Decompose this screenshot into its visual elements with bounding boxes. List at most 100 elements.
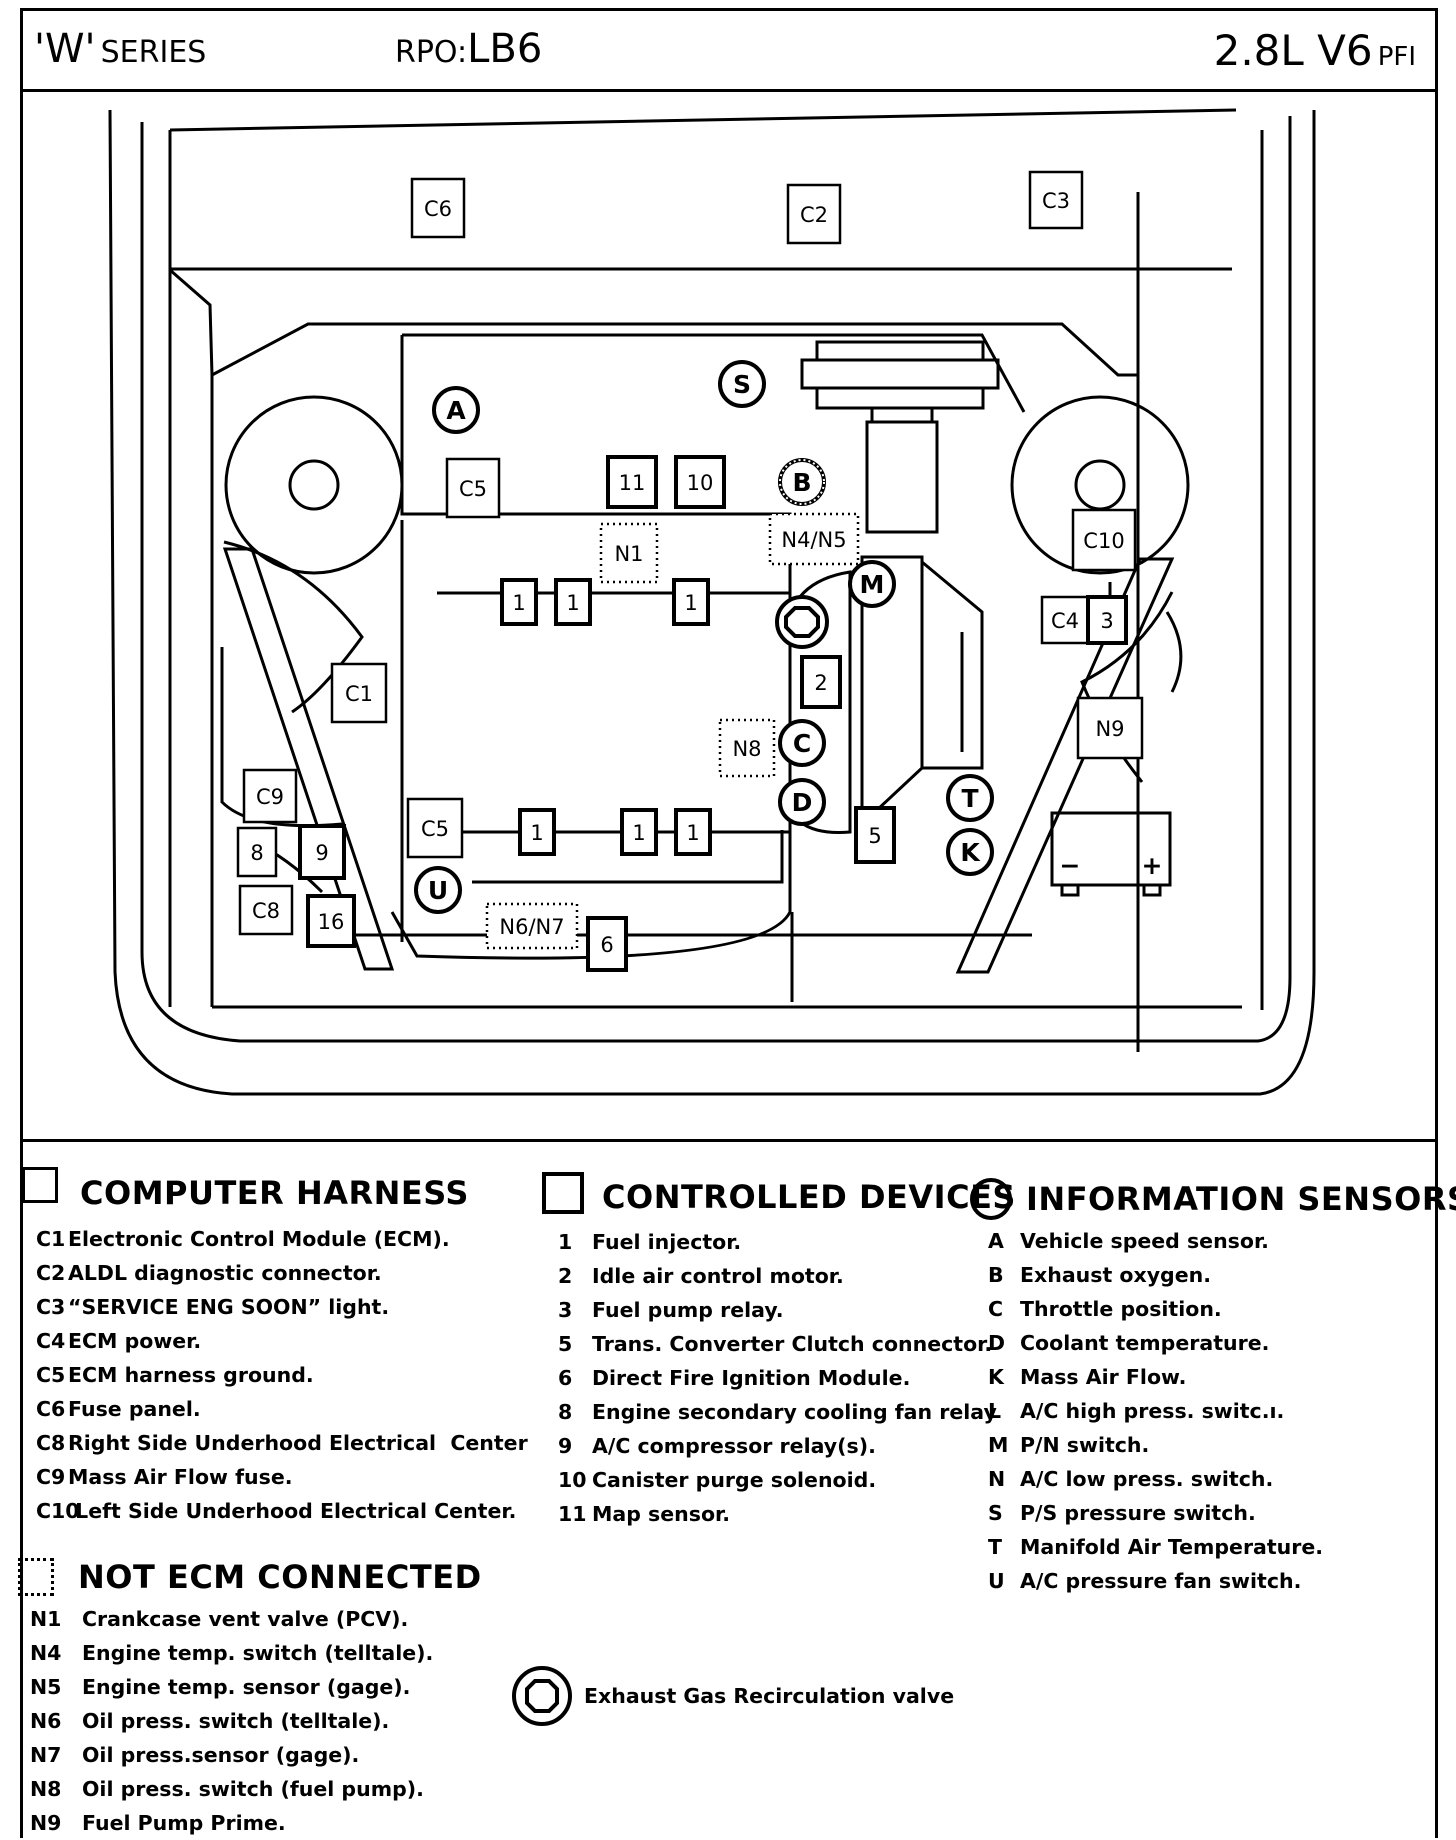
sensors-item-code: B [988, 1263, 1004, 1287]
bay-inner-outline [140, 116, 1292, 1043]
devices-square-icon [542, 1172, 584, 1214]
not_ecm-item-text: Crankcase vent valve (PCV). [82, 1607, 409, 1631]
devices-item-code: 3 [558, 1298, 573, 1322]
label-n45: N4/N5 [781, 528, 846, 552]
sensors-item-code: N [988, 1467, 1006, 1491]
not_ecm-item-text: Engine temp. sensor (gage). [82, 1675, 411, 1699]
label-d16: 16 [318, 910, 345, 934]
sensors-circle-icon [970, 1178, 1012, 1220]
intake-tube [865, 420, 939, 534]
label-d1c: 1 [684, 591, 697, 615]
sensors-item-text: Coolant temperature. [1020, 1331, 1270, 1355]
battery-post-left [1060, 883, 1080, 897]
engine-bay-diagram: C6 C2 C3 C5 C10 C4 C1 C9 C5 C8 N9 N1 N4/… [108, 108, 1316, 1096]
intake-duct [870, 408, 934, 422]
sensors-item-text: Throttle position. [1020, 1297, 1222, 1321]
c8-box [238, 884, 294, 936]
sensors-item-code: D [988, 1331, 1006, 1355]
engine-title: 2.8L V6 PFI [1214, 26, 1416, 75]
harness-connectors [236, 170, 1144, 936]
label-c5b: C5 [421, 817, 449, 841]
label-c3: C3 [1042, 189, 1070, 213]
label-d1b: 1 [566, 591, 579, 615]
harness-item-text: Electronic Control Module (ECM). [68, 1227, 450, 1251]
info-sensors [414, 360, 994, 914]
devices-item-text: Trans. Converter Clutch connector. [592, 1332, 993, 1356]
diagram-labels: C6 C2 C3 C5 C10 C4 C1 C9 C5 C8 N9 N1 N4/… [250, 189, 1162, 957]
not_ecm-item-code: N7 [30, 1743, 62, 1767]
devices-item-text: Map sensor. [592, 1502, 731, 1526]
d1b-box [554, 578, 592, 626]
harness-item-code: C2 [36, 1261, 66, 1285]
sensor-a-circle [432, 386, 480, 434]
sensors-item-text: P/N switch. [1020, 1433, 1150, 1457]
cowl-lower-panel [169, 192, 1140, 378]
sensor-u-circle [414, 866, 462, 914]
series-title: 'W' SERIES [34, 26, 206, 72]
sensors-item: N A/C low press. switch. [988, 1462, 1323, 1496]
not_ecm-item-text: Fuel Pump Prime. [82, 1811, 286, 1835]
label-c9: C9 [256, 785, 284, 809]
harness-item-code: C5 [36, 1363, 66, 1387]
strut-bolt-right [1074, 459, 1126, 511]
sensors-item-text: A/C low press. switch. [1020, 1467, 1274, 1491]
label-n1: N1 [614, 542, 643, 566]
label-sensor-s: S [733, 370, 751, 399]
controlled-devices [298, 455, 1128, 972]
label-d8: 8 [250, 841, 263, 865]
d3-box [1086, 595, 1128, 645]
brace-bar-right [955, 557, 1175, 974]
sensor-t-circle [946, 774, 994, 822]
sensor-d-circle [778, 778, 826, 826]
engine-bay-structure [108, 108, 1316, 1096]
label-d6: 6 [600, 933, 613, 957]
devices-item-text: Engine secondary cooling fan relay [592, 1400, 997, 1424]
harness-item-code: C10 [36, 1499, 80, 1523]
n1-box [599, 522, 659, 584]
strut-tower-right [1010, 395, 1190, 575]
devices-item-code: 8 [558, 1400, 573, 1424]
sensors-item-code: A [988, 1229, 1004, 1253]
label-d1e: 1 [632, 821, 645, 845]
hose-right [1165, 611, 1183, 693]
legend-notecm-title: NOT ECM CONNECTED [78, 1558, 482, 1596]
devices-item-code: 11 [558, 1502, 587, 1526]
bay-outline [108, 109, 1316, 1096]
harness-item-text: Mass Air Flow fuse. [68, 1465, 293, 1489]
label-c10: C10 [1083, 529, 1124, 553]
sensor-c-circle [778, 719, 826, 767]
sensors-item-text: A/C high press. switc.ı. [1020, 1399, 1285, 1423]
d1f-box [674, 808, 712, 856]
harness-item: C3“SERVICE ENG SOON” light. [36, 1290, 528, 1324]
sensors-item-text: Manifold Air Temperature. [1020, 1535, 1324, 1559]
not_ecm-item-text: Engine temp. switch (telltale). [82, 1641, 434, 1665]
sensor-b-dotted-ring [779, 459, 825, 505]
harness-square-icon [22, 1167, 58, 1203]
c1-box [330, 662, 388, 724]
devices-item-code: 9 [558, 1434, 573, 1458]
sensors-item-text: P/S pressure switch. [1020, 1501, 1256, 1525]
legend-sensors-header: INFORMATION SENSORS [970, 1178, 1456, 1220]
legend-devices-header: CONTROLLED DEVICES [542, 1172, 1016, 1216]
label-sensor-a: A [446, 396, 466, 425]
page-frame [20, 8, 1438, 1838]
egr-valve-icon [784, 606, 820, 638]
battery-post-right [1142, 883, 1162, 897]
